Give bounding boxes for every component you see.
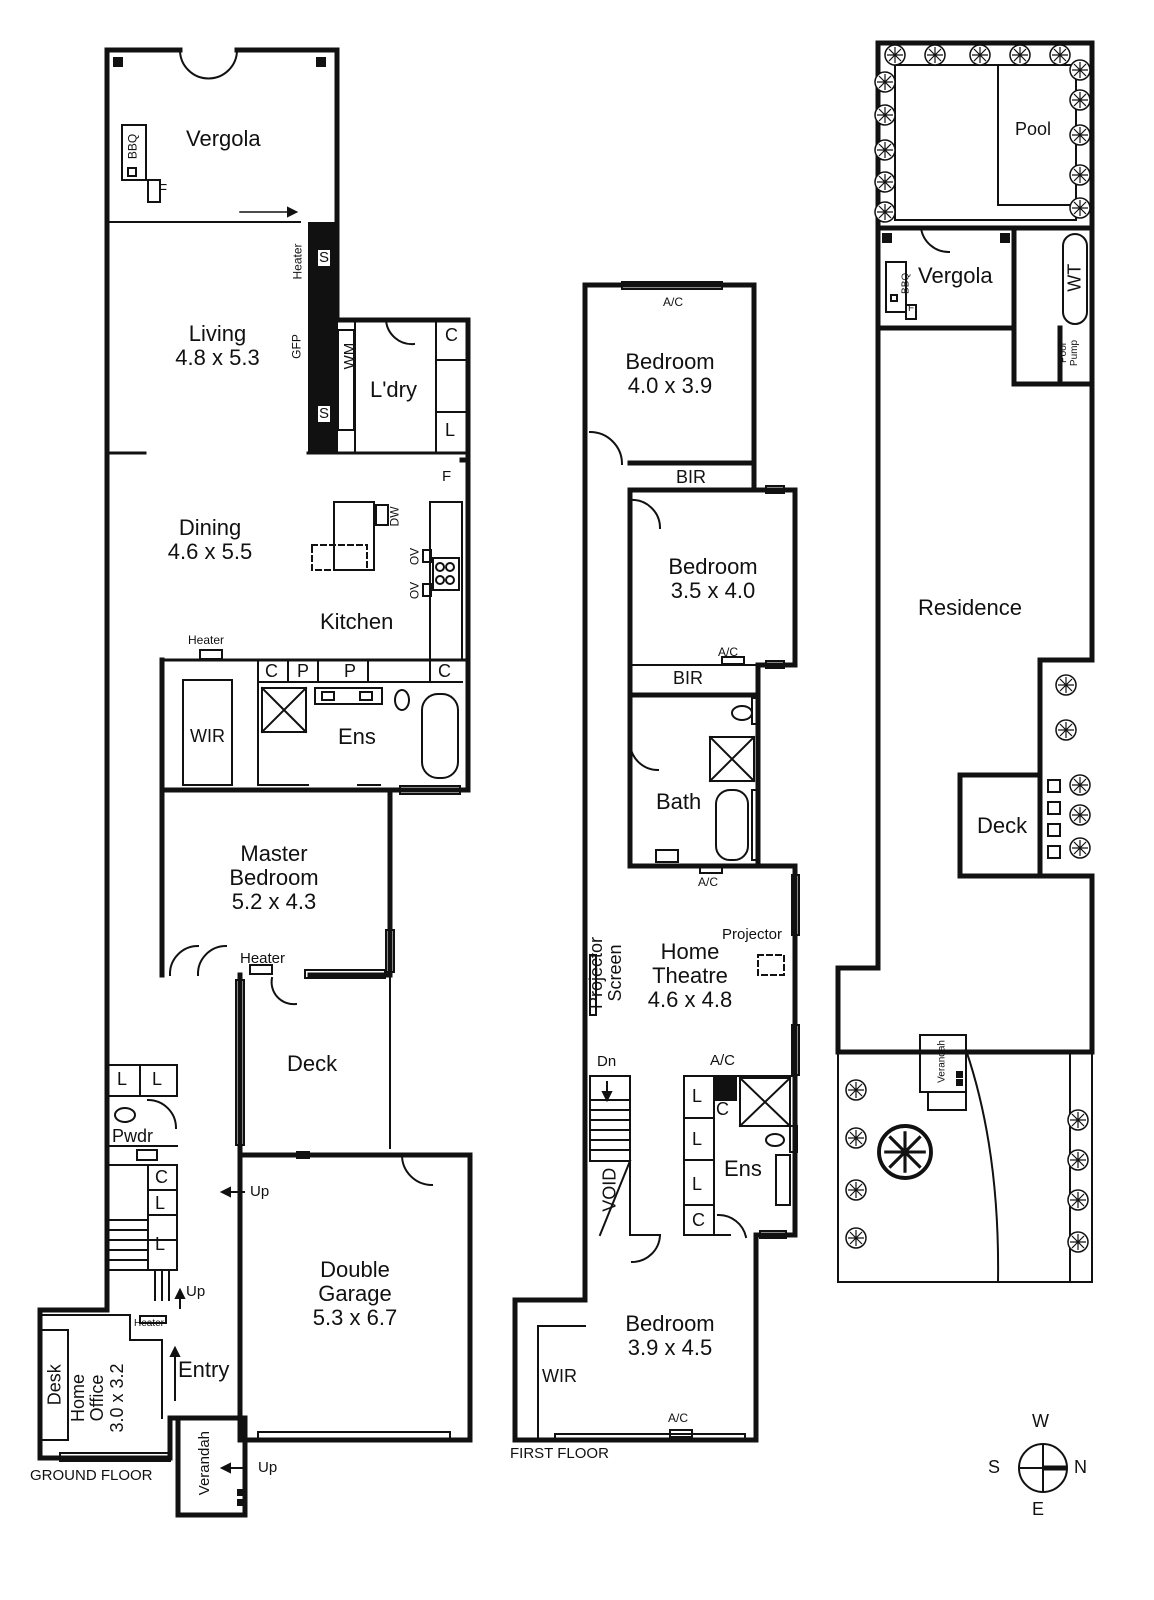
- first-floor-walls: [512, 282, 798, 1443]
- first-floor-caption: FIRST FLOOR: [510, 1445, 609, 1462]
- oven-label-1: OV: [407, 547, 422, 566]
- kitchen-label: Kitchen: [320, 609, 394, 634]
- laundry-cupboard-label: C: [445, 325, 458, 345]
- desk-label: Desk: [44, 1364, 65, 1406]
- first-linen-2: L: [692, 1129, 703, 1149]
- compass-south: S: [988, 1457, 1001, 1477]
- ac-label-2: A/C: [718, 645, 739, 659]
- kitchen-fridge-label: F: [442, 468, 452, 485]
- ac-label-5: A/C: [668, 1411, 689, 1425]
- site-fridge-label: F: [908, 303, 915, 314]
- laundry-label: L'dry: [370, 377, 417, 402]
- bir-1-label: BIR: [676, 467, 707, 487]
- first-ensuite-label: Ens: [724, 1156, 762, 1181]
- heater-master-label: Heater: [240, 950, 286, 967]
- stair-down-label: Dn: [597, 1053, 617, 1070]
- pool-label: Pool: [1015, 119, 1052, 139]
- residence-label: Residence: [918, 595, 1022, 620]
- pantry-2: P: [344, 661, 357, 681]
- site-vergola-label: Vergola: [918, 263, 993, 288]
- ground-floor-caption: GROUND FLOOR: [30, 1467, 153, 1484]
- site-deck-label: Deck: [977, 813, 1028, 838]
- ac-label-1: A/C: [663, 295, 684, 309]
- first-wir-label: WIR: [542, 1366, 577, 1386]
- site-bbq-label: BBQ: [900, 272, 912, 294]
- first-linen-3: L: [692, 1174, 703, 1194]
- up-arrow-label-1: Up: [250, 1183, 270, 1200]
- pantry-1: P: [297, 661, 310, 681]
- first-linen-1: L: [692, 1086, 703, 1106]
- pantry-cupboard-2: C: [438, 661, 451, 681]
- dishwasher-label: DW: [387, 506, 402, 527]
- verandah-label: Verandah: [195, 1430, 213, 1496]
- heater-living-label: Heater: [290, 243, 305, 280]
- linen-2-label: L: [152, 1069, 163, 1089]
- washing-machine-label: WM: [340, 342, 358, 370]
- walk-in-robe-label: WIR: [190, 726, 225, 746]
- heater-dining-label: Heater: [188, 633, 225, 647]
- compass-west: W: [1032, 1411, 1049, 1431]
- entry-label: Entry: [178, 1357, 230, 1382]
- pantry-cupboard-1: C: [265, 661, 278, 681]
- stair-linen-1-label: L: [155, 1193, 166, 1213]
- oven-label-2: OV: [407, 581, 422, 600]
- ac-label-3: A/C: [698, 875, 719, 889]
- bath-label: Bath: [656, 789, 702, 814]
- first-cupboard-1: C: [716, 1099, 729, 1119]
- fridge-label: F: [158, 181, 168, 198]
- bir-2-label: BIR: [673, 668, 704, 688]
- first-cupboard-2: C: [692, 1210, 705, 1230]
- site-plan-walls: [835, 40, 1095, 1055]
- powder-room-label: Pwdr: [112, 1126, 154, 1146]
- deck-label: Deck: [287, 1051, 338, 1076]
- projector-label: Projector: [722, 926, 783, 943]
- ensuite-label: Ens: [338, 724, 376, 749]
- linen-1-label: L: [117, 1069, 128, 1089]
- bbq-label: BBQ: [125, 133, 140, 160]
- laundry-linen-label: L: [445, 420, 456, 440]
- up-arrow-label-3: Up: [258, 1459, 278, 1476]
- ac-label-4: A/C: [710, 1052, 736, 1069]
- compass-rose: [1018, 1443, 1068, 1493]
- void-label: VOID: [599, 1167, 620, 1212]
- gfp-label: GFP: [289, 334, 304, 359]
- vergola-label: Vergola: [186, 126, 261, 151]
- stone-label-bottom: S: [318, 405, 331, 423]
- up-arrow-label-2: Up: [186, 1283, 206, 1300]
- stone-label-top: S: [318, 249, 331, 267]
- stair-linen-2-label: L: [155, 1234, 166, 1254]
- compass-north: N: [1074, 1457, 1087, 1477]
- stair-cupboard-label: C: [155, 1167, 168, 1187]
- water-tank-label: WT: [1064, 263, 1085, 292]
- heater-office-label: Heater: [134, 1318, 165, 1329]
- site-verandah-label: Verandah: [936, 1039, 948, 1083]
- compass-east: E: [1032, 1499, 1045, 1519]
